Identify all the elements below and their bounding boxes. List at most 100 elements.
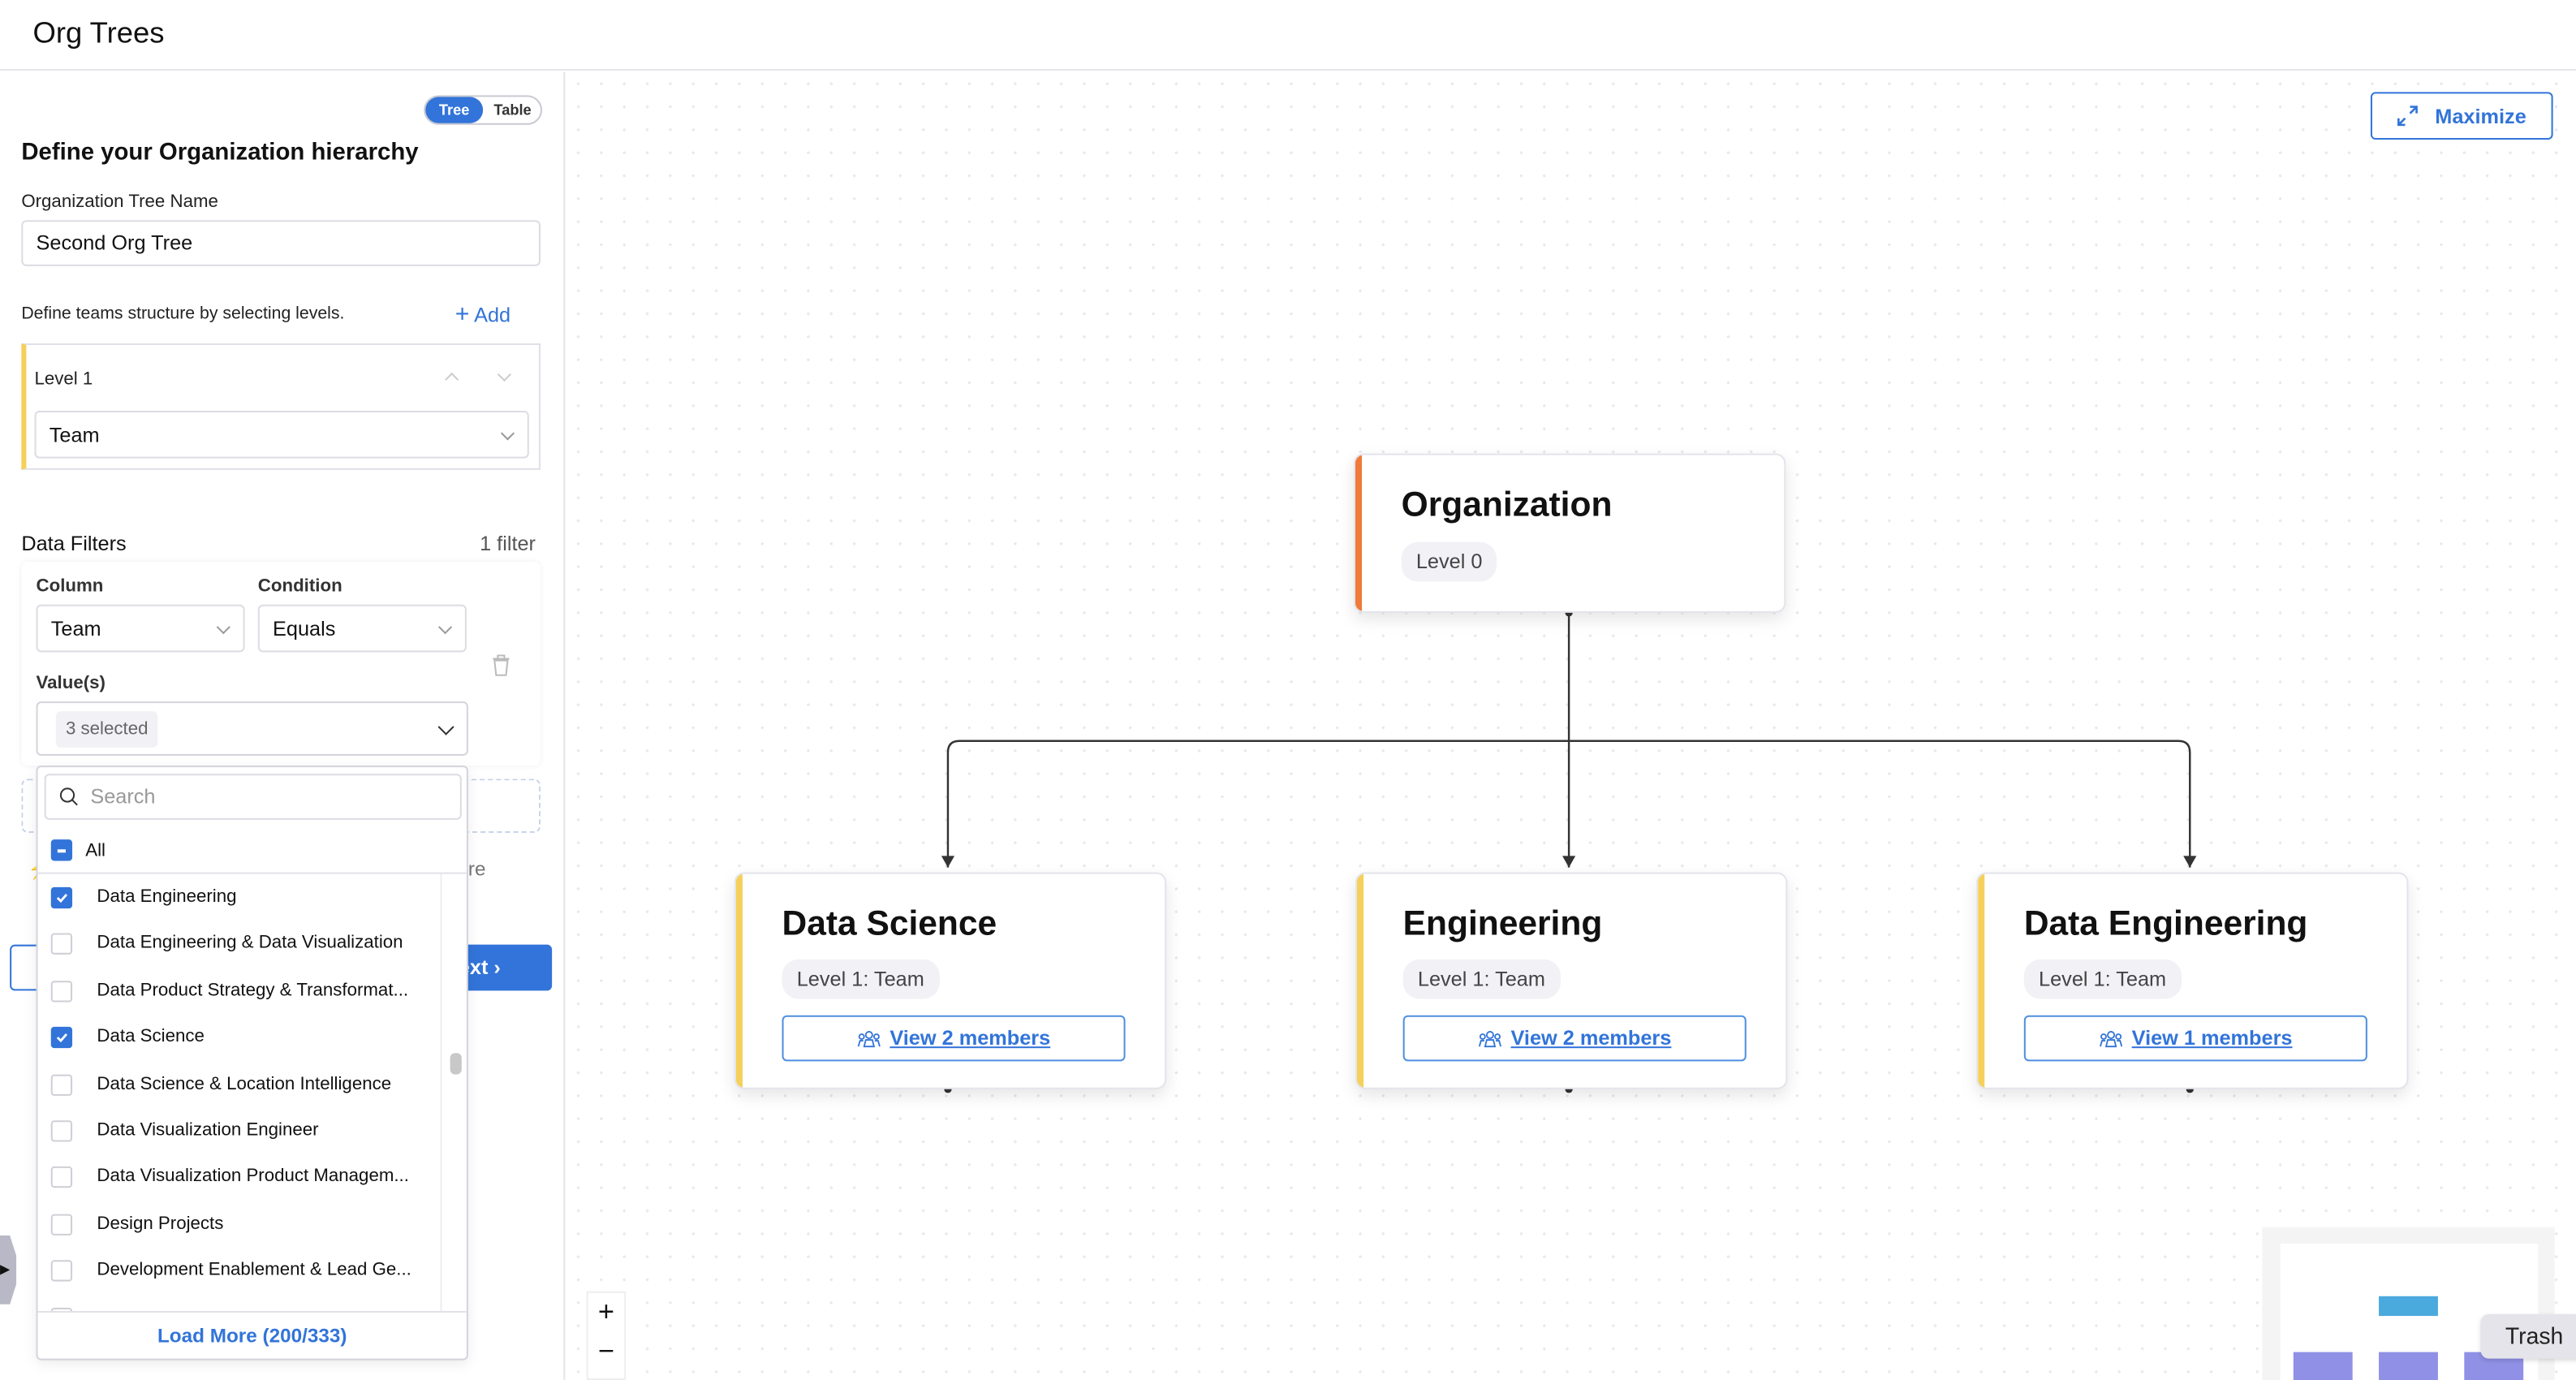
tree-name-value: Second Org Tree: [36, 231, 193, 255]
scrollbar-track[interactable]: [440, 873, 466, 1311]
tab-table[interactable]: Table: [493, 101, 532, 119]
option-item[interactable]: Data Science & Location Intelligence: [38, 1063, 442, 1109]
view-members-button[interactable]: View 2 members: [1402, 1015, 1747, 1062]
level-chip: Level 1: Team: [782, 959, 940, 999]
view-members-label: View 2 members: [1510, 1026, 1672, 1050]
chevron-right-icon: ›: [493, 955, 501, 980]
option-label: Data Science & Location Intelligence: [97, 1073, 392, 1094]
node-title: Data Science: [782, 905, 997, 943]
option-item-partial[interactable]: [38, 1296, 442, 1311]
condition-label: Condition: [257, 576, 342, 597]
form-heading: Define your Organization hierarchy: [21, 140, 419, 166]
level-label: Level 1: [34, 369, 93, 390]
tree-name-input[interactable]: Second Org Tree: [21, 220, 541, 266]
arrow-head: [941, 856, 955, 868]
arrow-head: [1562, 856, 1576, 868]
members-icon: [1478, 1030, 1501, 1047]
view-members-button[interactable]: View 2 members: [782, 1015, 1126, 1062]
checked-checkbox[interactable]: [50, 886, 73, 909]
view-members-label: View 1 members: [2131, 1026, 2293, 1050]
option-label: Design Projects: [97, 1214, 224, 1234]
node-title: Data Engineering: [2023, 905, 2308, 943]
expand-icon: [2397, 106, 2419, 127]
maximize-label: Maximize: [2435, 104, 2526, 127]
node-title: Engineering: [1402, 905, 1603, 943]
level-chip: Level 1: Team: [1402, 959, 1561, 999]
option-item[interactable]: Data Visualization Engineer: [38, 1109, 442, 1155]
add-level-button[interactable]: + Add: [455, 300, 510, 328]
filter-card: Column Condition Team Equals Value(s) 3 …: [21, 562, 541, 766]
level-select[interactable]: Team: [34, 410, 529, 459]
values-label: Value(s): [36, 673, 106, 694]
option-label: Data Visualization Product Managem...: [97, 1167, 409, 1187]
tree-canvas[interactable]: [566, 72, 2576, 1380]
option-item[interactable]: Data Visualization Product Managem...: [38, 1156, 442, 1202]
checkbox[interactable]: [50, 1307, 73, 1311]
option-item[interactable]: Design Projects: [38, 1202, 442, 1248]
level-select-value: Team: [49, 423, 100, 446]
levels-hint: Define teams structure by selecting leve…: [21, 304, 345, 324]
column-value: Team: [50, 616, 101, 640]
option-item[interactable]: Data Product Strategy & Transformat...: [38, 969, 442, 1016]
checkbox[interactable]: [50, 1120, 73, 1142]
node-accent: [1978, 873, 1985, 1088]
add-label: Add: [474, 304, 511, 327]
filters-count: 1 filter: [480, 532, 536, 556]
trash-tooltip: Trash: [2480, 1314, 2576, 1359]
tab-tree[interactable]: Tree: [425, 97, 484, 123]
option-label: Data Engineering & Data Visualization: [97, 934, 403, 954]
condition-select[interactable]: Equals: [257, 604, 467, 653]
checkbox[interactable]: [50, 934, 73, 955]
values-multiselect[interactable]: 3 selected: [36, 701, 468, 756]
dropdown-search-input[interactable]: Search: [44, 774, 462, 820]
level-chip: Level 0: [1401, 541, 1497, 582]
scrollbar-thumb[interactable]: [450, 1053, 462, 1075]
trash-icon[interactable]: [491, 653, 510, 676]
page-title: Org Trees: [32, 16, 165, 50]
option-item[interactable]: Data Engineering & Data Visualization: [38, 922, 442, 968]
maximize-button[interactable]: Maximize: [2370, 92, 2553, 140]
arrow-head: [2183, 856, 2197, 868]
option-label: Data Product Strategy & Transformat...: [97, 980, 409, 1001]
level-chip: Level 1: Team: [2023, 959, 2182, 999]
option-item[interactable]: Data Engineering: [38, 876, 442, 922]
checkbox[interactable]: [50, 1214, 73, 1236]
zoom-in-button[interactable]: +: [597, 1296, 614, 1328]
checkbox[interactable]: [50, 1167, 73, 1188]
condition-value: Equals: [273, 616, 336, 640]
checkbox[interactable]: [50, 980, 73, 1003]
checkbox[interactable]: [50, 1073, 73, 1096]
option-item[interactable]: Data Science: [38, 1016, 442, 1062]
checked-checkbox[interactable]: [50, 1027, 73, 1049]
view-members-button[interactable]: View 1 members: [2023, 1015, 2367, 1062]
indeterminate-checkbox[interactable]: [50, 839, 73, 861]
node-accent: [1356, 873, 1364, 1088]
all-label: All: [85, 841, 106, 861]
load-more-button[interactable]: Load More (200/333): [37, 1310, 467, 1359]
app-header: Org Trees: [0, 0, 2576, 71]
hint-text: re: [467, 857, 486, 881]
zoom-out-button[interactable]: −: [597, 1335, 614, 1367]
selected-count-chip: 3 selected: [55, 710, 158, 747]
org-node-root[interactable]: Organization Level 0: [1353, 453, 1786, 613]
view-members-label: View 2 members: [890, 1026, 1051, 1050]
node-accent: [1355, 455, 1363, 611]
search-placeholder: Search: [90, 785, 156, 809]
select-all-row[interactable]: All: [37, 830, 467, 874]
option-item[interactable]: Development Enablement & Lead Ge...: [38, 1248, 442, 1295]
members-icon: [2099, 1030, 2122, 1047]
search-icon: [59, 787, 78, 806]
zoom-controls: + −: [586, 1291, 627, 1380]
view-toggle[interactable]: Tree Table: [424, 95, 542, 125]
option-label: Data Engineering: [97, 886, 237, 908]
plus-icon: +: [454, 300, 470, 329]
side-expand-handle[interactable]: ▶: [0, 1235, 17, 1305]
checkbox[interactable]: [50, 1260, 73, 1282]
column-select[interactable]: Team: [36, 604, 245, 653]
